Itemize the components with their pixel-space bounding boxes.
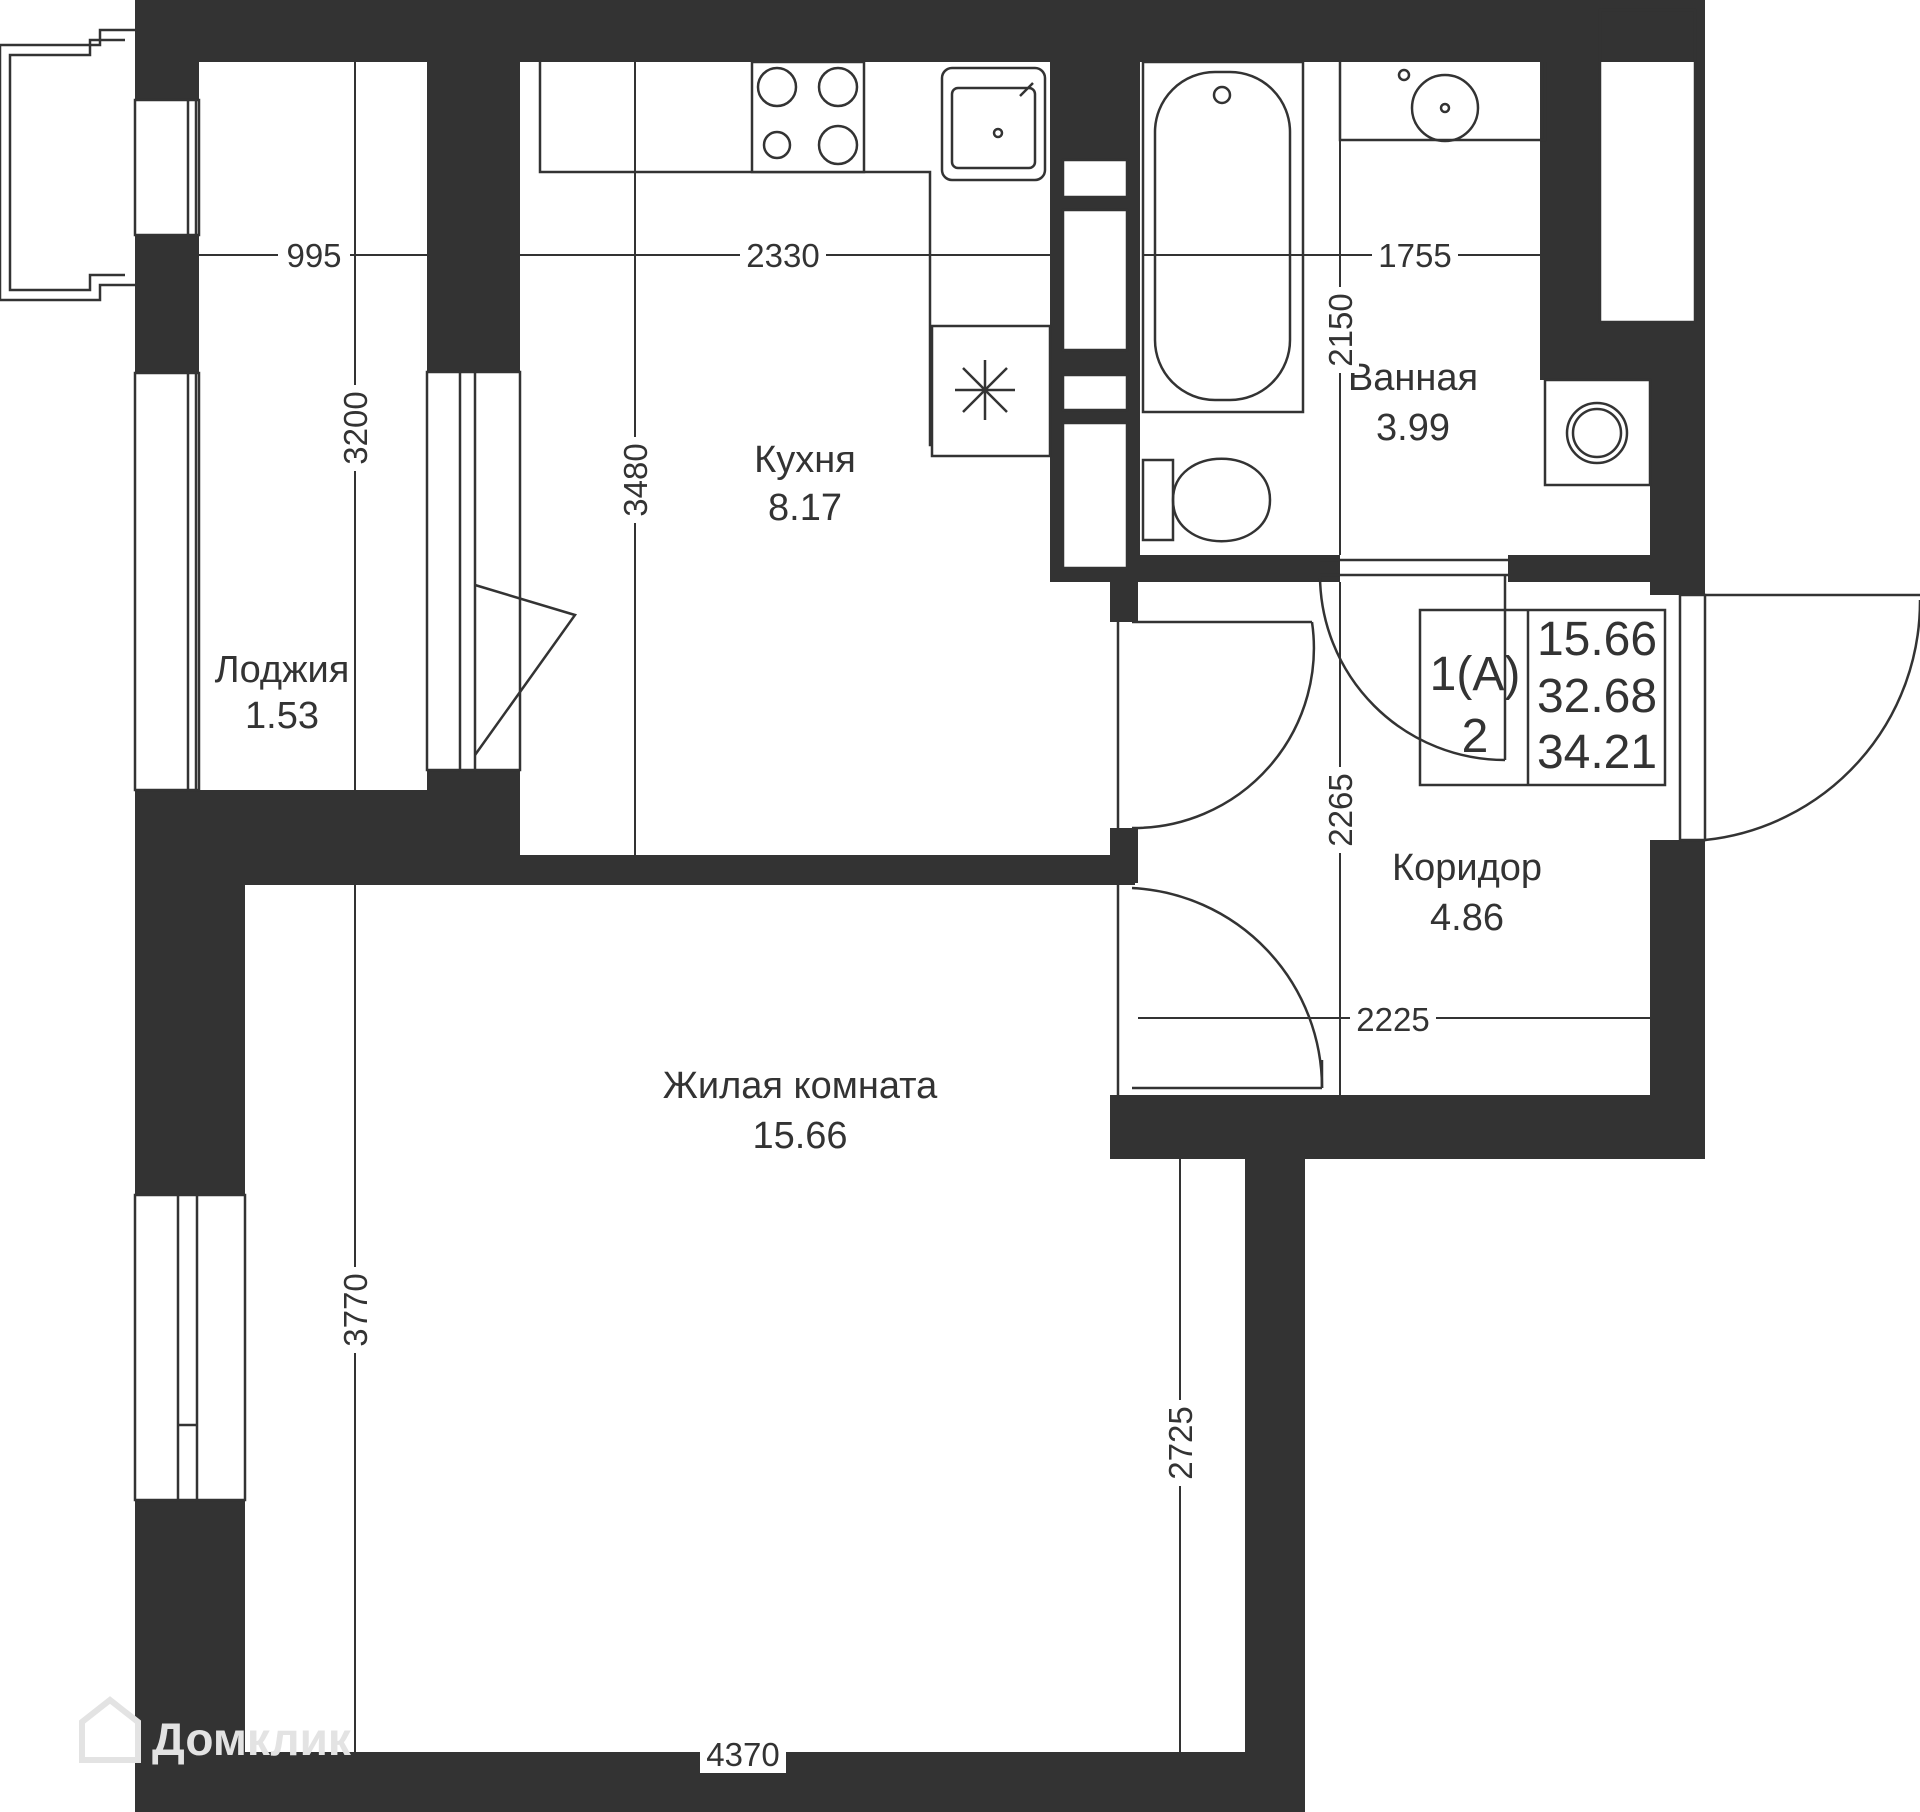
room-area-living: 15.66 — [752, 1115, 847, 1157]
bathtub-icon — [1141, 60, 1305, 414]
labels: Лоджия 1.53 Кухня 8.17 Ванная 3.99 Корид… — [215, 236, 1657, 1773]
dim-living-partial-length: 2725 — [1162, 1406, 1199, 1479]
dim-living-width: 4370 — [706, 1736, 779, 1773]
dim-loggia-width: 995 — [286, 237, 341, 274]
room-area-bathroom: 3.99 — [1376, 407, 1450, 449]
apartment-type: 1(А) — [1430, 648, 1521, 701]
washing-machine-icon — [1543, 378, 1652, 487]
dim-kitchen-width: 2330 — [746, 237, 819, 274]
total-area-with-loggia-value: 34.21 — [1537, 726, 1657, 779]
dim-loggia-length: 3200 — [337, 391, 374, 464]
kitchen-fixtures — [538, 60, 1052, 458]
living-area-value: 15.66 — [1537, 613, 1657, 666]
room-area-loggia: 1.53 — [245, 695, 319, 737]
floor-number: 2 — [1462, 710, 1489, 763]
doors — [1116, 558, 1920, 1095]
stove-icon — [750, 60, 866, 174]
washbasin-icon — [1338, 62, 1547, 143]
room-name-kitchen: Кухня — [754, 439, 856, 481]
dim-corridor-length: 2265 — [1322, 773, 1359, 846]
dim-living-length: 3770 — [337, 1273, 374, 1346]
watermark: Домклик — [79, 1696, 352, 1765]
fridge-icon — [930, 324, 1052, 458]
shaft-block — [1061, 158, 1129, 570]
total-area-value: 32.68 — [1537, 670, 1657, 723]
sink-icon — [940, 66, 1047, 182]
dim-corridor-width: 2225 — [1356, 1001, 1429, 1038]
dim-bathroom-length: 2150 — [1322, 293, 1359, 366]
room-area-corridor: 4.86 — [1430, 897, 1504, 939]
dim-bathroom-width: 1755 — [1378, 237, 1451, 274]
bathroom-fixtures — [1141, 60, 1652, 543]
room-name-corridor: Коридор — [1392, 847, 1542, 889]
room-name-living: Жилая комната — [663, 1065, 938, 1107]
room-area-kitchen: 8.17 — [768, 487, 842, 529]
watermark-text: Домклик — [152, 1713, 352, 1765]
room-name-loggia: Лоджия — [215, 649, 350, 691]
toilet-icon — [1141, 457, 1272, 543]
dim-kitchen-length: 3480 — [617, 443, 654, 516]
watermark-house-icon — [79, 1696, 141, 1763]
room-name-bathroom: Ванная — [1348, 357, 1478, 399]
windows — [0, 8, 1697, 1502]
info-box — [1418, 608, 1667, 787]
